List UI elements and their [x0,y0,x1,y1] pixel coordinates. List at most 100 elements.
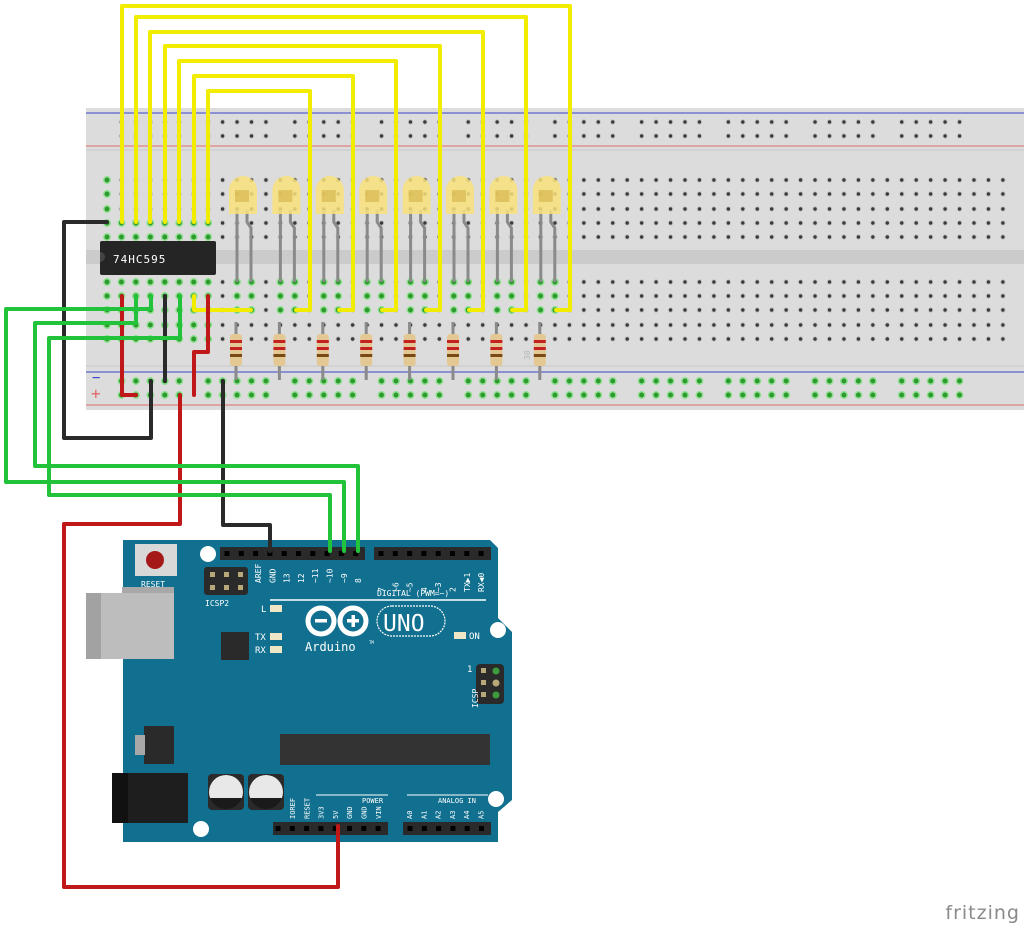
rail-hole[interactable] [767,377,776,385]
rail-hole[interactable] [552,133,558,139]
rail-hole[interactable] [508,133,515,139]
breadboard-hole[interactable] [956,234,963,240]
rail-hole[interactable] [926,377,935,385]
breadboard-hole[interactable] [769,191,775,197]
breadboard-hole[interactable] [378,336,385,342]
breadboard-hole[interactable] [740,234,746,240]
wire-green-pin9[interactable] [4,294,346,553]
breadboard-hole[interactable] [146,233,155,241]
breadboard-hole[interactable] [175,278,184,286]
rail-hole[interactable] [610,133,616,139]
breadboard-hole[interactable] [103,278,111,286]
rail-hole[interactable] [782,377,791,385]
breadboard-hole[interactable] [725,234,732,240]
breadboard-hole[interactable] [610,234,616,240]
breadboard-hole[interactable] [624,220,630,226]
breadboard-hole[interactable] [696,220,703,226]
breadboard-hole[interactable] [956,191,963,197]
led[interactable] [359,176,388,282]
breadboard-hole[interactable] [913,220,919,226]
breadboard-hole[interactable] [884,336,890,342]
breadboard-hole[interactable] [595,220,601,226]
breadboard-hole[interactable] [913,307,919,313]
rail-hole[interactable] [377,377,386,385]
breadboard-hole[interactable] [740,177,746,183]
digital-pin[interactable] [238,551,244,556]
breadboard-hole[interactable] [638,322,645,328]
breadboard-hole[interactable] [219,234,226,240]
breadboard-hole[interactable] [103,292,111,300]
rail-hole[interactable] [552,119,558,125]
breadboard-hole[interactable] [523,322,529,328]
power-pin[interactable] [375,826,381,831]
breadboard-hole[interactable] [306,336,312,342]
breadboard-hole[interactable] [638,336,645,342]
led[interactable] [272,176,301,282]
breadboard-hole[interactable] [971,279,977,285]
breadboard-hole[interactable] [971,307,977,313]
led[interactable] [402,176,431,282]
breadboard-hole[interactable] [422,322,428,328]
rail-hole[interactable] [667,119,674,125]
rail-hole[interactable] [696,119,703,125]
breadboard-hole[interactable] [740,322,746,328]
wire-red-vcc[interactable] [120,294,138,397]
breadboard-hole[interactable] [422,336,428,342]
resistor[interactable] [490,322,503,380]
breadboard-hole[interactable] [812,322,818,328]
breadboard-hole[interactable] [826,293,833,299]
rail-hole[interactable] [638,119,645,125]
digital-pin[interactable] [267,551,273,556]
breadboard-hole[interactable] [1000,307,1006,313]
breadboard-hole[interactable] [263,220,269,226]
breadboard-hole[interactable] [769,220,775,226]
breadboard-hole[interactable] [740,307,746,313]
breadboard-hole[interactable] [956,307,963,313]
breadboard-hole[interactable] [667,220,674,226]
rail-hole[interactable] [666,391,675,399]
breadboard-hole[interactable] [682,220,688,226]
breadboard-hole[interactable] [610,220,616,226]
breadboard-hole[interactable] [581,220,587,226]
breadboard-hole[interactable] [985,336,992,342]
breadboard-hole[interactable] [248,336,255,342]
breadboard-hole[interactable] [927,220,934,226]
wire-yellow-qout[interactable] [148,30,485,312]
breadboard-hole[interactable] [841,322,847,328]
rail-hole[interactable] [551,377,559,385]
breadboard-hole[interactable] [1000,191,1006,197]
breadboard-hole[interactable] [841,191,847,197]
breadboard-hole[interactable] [913,279,919,285]
breadboard-hole[interactable] [797,191,804,197]
breadboard-hole[interactable] [740,206,746,212]
breadboard-hole[interactable] [812,336,818,342]
rail-hole[interactable] [927,119,934,125]
wire-red-mr[interactable] [192,294,210,397]
breadboard-hole[interactable] [899,191,905,197]
breadboard-hole[interactable] [319,306,328,314]
breadboard-hole[interactable] [942,336,948,342]
breadboard-hole[interactable] [725,336,732,342]
rail-hole[interactable] [334,391,343,399]
power-pin[interactable] [347,826,352,831]
breadboard-hole[interactable] [406,292,415,300]
rail-hole[interactable] [248,119,255,125]
rail-hole[interactable] [942,119,948,125]
led[interactable] [315,176,344,282]
breadboard-hole[interactable] [420,292,429,300]
breadboard-hole[interactable] [725,307,732,313]
breadboard-hole[interactable] [1000,293,1006,299]
digital-pin[interactable] [450,551,455,556]
breadboard-hole[interactable] [711,206,717,212]
wire-yellow-qout[interactable] [192,74,355,312]
rail-hole[interactable] [420,377,429,385]
breadboard-hole[interactable] [219,293,226,299]
rail-hole[interactable] [840,377,848,385]
breadboard-hole[interactable] [103,233,111,241]
breadboard-hole[interactable] [797,220,804,226]
digital-pin[interactable] [296,551,301,556]
rail-hole[interactable] [595,133,601,139]
breadboard-hole[interactable] [841,177,847,183]
rail-hole[interactable] [565,391,574,399]
breadboard-hole[interactable] [595,206,601,212]
